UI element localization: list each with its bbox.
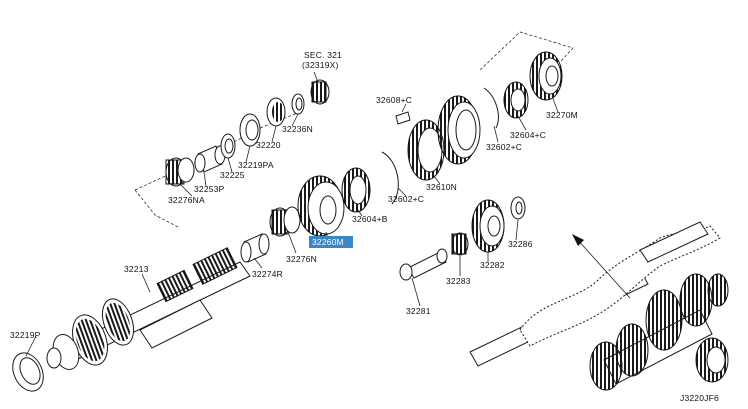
needle-bearing-32283[interactable]	[451, 232, 469, 256]
sleeve-32610N[interactable]	[407, 95, 481, 181]
label-32608C[interactable]: 32608+C	[376, 95, 412, 105]
label-32319X[interactable]: (32319X)	[302, 60, 339, 70]
gear-32282[interactable]	[471, 199, 505, 253]
label-32276NA[interactable]: 32276NA	[168, 195, 205, 205]
label-32286[interactable]: 32286	[508, 239, 533, 249]
label-32283[interactable]: 32283	[446, 276, 471, 286]
bearing-32319X[interactable]	[310, 79, 330, 105]
label-32276N[interactable]: 32276N	[286, 254, 317, 264]
label-32225[interactable]: 32225	[220, 170, 245, 180]
assembly-bracket-left	[134, 189, 181, 229]
bearing-32219PA[interactable]	[239, 113, 261, 147]
label-32602C-low[interactable]: 32602+C	[388, 194, 424, 204]
label-32602C-high[interactable]: 32602+C	[486, 142, 522, 152]
bushing-32274R[interactable]	[240, 233, 270, 263]
assembled-gear-cluster	[589, 273, 729, 391]
needle-bearing-32276N[interactable]	[269, 206, 301, 237]
bearing-32219P[interactable]	[7, 348, 49, 396]
synchro-hub-32604C[interactable]	[503, 81, 529, 119]
label-32282[interactable]: 32282	[480, 260, 505, 270]
leader-lines	[25, 71, 559, 357]
direction-arrow	[572, 234, 631, 299]
synchro-hub-32604B[interactable]	[341, 167, 371, 213]
label-32260M[interactable]: 32260M	[312, 237, 344, 247]
snap-ring-32602C-low[interactable]	[381, 151, 399, 205]
label-32220[interactable]: 32220	[256, 140, 281, 150]
label-32274R[interactable]: 32274R	[252, 269, 283, 279]
highlight-32260M	[309, 236, 353, 248]
phantom-shaft-outline	[469, 221, 721, 367]
washer-32236N[interactable]	[291, 93, 305, 115]
washer-32225[interactable]	[220, 133, 236, 159]
snap-ring-32602C-high[interactable]	[483, 87, 499, 129]
label-sec-321[interactable]: SEC. 321	[304, 50, 342, 60]
label-32281[interactable]: 32281	[406, 306, 431, 316]
label-32236N[interactable]: 32236N	[282, 124, 313, 134]
label-32219P[interactable]: 32219P	[10, 330, 41, 340]
washer-32286[interactable]	[510, 196, 526, 220]
gear-32270M[interactable]	[529, 51, 563, 101]
label-32604C[interactable]: 32604+C	[510, 130, 546, 140]
bearing-32220[interactable]	[266, 97, 286, 127]
label-32253P[interactable]: 32253P	[194, 184, 225, 194]
label-32213[interactable]: 32213	[124, 264, 149, 274]
counter-shaft-32281[interactable]	[399, 248, 448, 281]
bushing-32253P[interactable]	[194, 145, 226, 173]
label-32604B[interactable]: 32604+B	[352, 214, 388, 224]
label-32219PA[interactable]: 32219PA	[238, 160, 274, 170]
assembly-bracket-right	[479, 31, 574, 71]
label-32270M[interactable]: 32270M	[546, 110, 578, 120]
diagram-code: J3220JF6	[680, 393, 719, 403]
insert-key-32608C[interactable]	[395, 111, 411, 125]
needle-bearing-32276NA[interactable]	[165, 157, 195, 187]
mainshaft-32213[interactable]	[46, 247, 251, 373]
gear-32260M[interactable]	[297, 175, 345, 237]
label-32610N[interactable]: 32610N	[426, 182, 457, 192]
